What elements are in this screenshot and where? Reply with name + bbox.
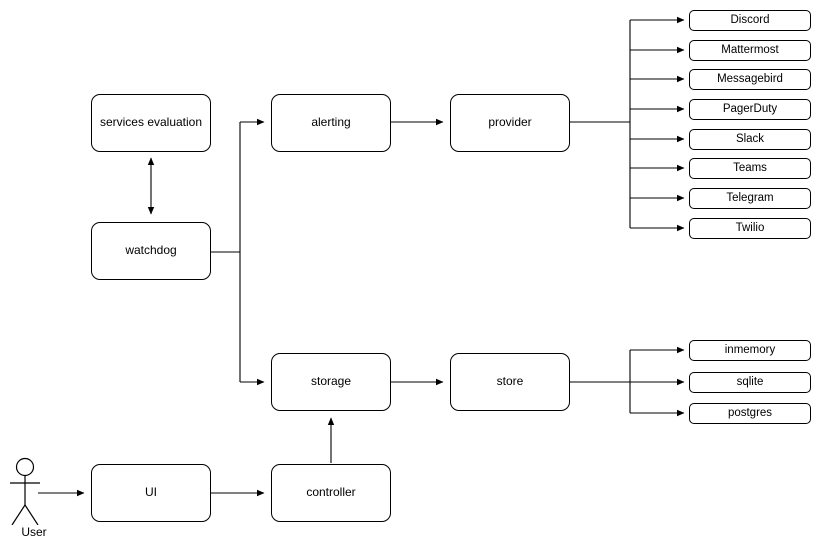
- node-provider-pagerduty-label: PagerDuty: [722, 103, 778, 116]
- node-store-label: store: [496, 374, 524, 389]
- node-watchdog-label: watchdog: [125, 243, 177, 258]
- node-provider-telegram-label: Telegram: [726, 192, 774, 205]
- node-services-evaluation-label: services evaluation: [99, 115, 203, 130]
- node-provider-telegram[interactable]: Telegram: [689, 188, 811, 209]
- node-ui[interactable]: UI: [91, 464, 211, 522]
- stick-figure-icon: [10, 457, 40, 526]
- node-services-evaluation[interactable]: services evaluation: [91, 94, 211, 152]
- node-provider-mattermost[interactable]: Mattermost: [689, 40, 811, 61]
- node-watchdog[interactable]: watchdog: [91, 222, 211, 280]
- node-store-sqlite-label: sqlite: [736, 376, 764, 389]
- user-actor: [4, 455, 64, 530]
- node-provider-messagebird[interactable]: Messagebird: [689, 69, 811, 90]
- edge-watchdog-branch-bus: [211, 118, 265, 386]
- node-storage-label: storage: [310, 374, 352, 389]
- node-controller-label: controller: [306, 485, 356, 500]
- node-provider-twilio-label: Twilio: [735, 222, 765, 235]
- node-provider-twilio[interactable]: Twilio: [689, 218, 811, 239]
- node-alerting-label: alerting: [311, 115, 351, 130]
- node-provider-messagebird-label: Messagebird: [717, 73, 783, 86]
- node-store-inmemory[interactable]: inmemory: [689, 340, 811, 361]
- node-store[interactable]: store: [450, 353, 570, 411]
- node-provider-pagerduty[interactable]: PagerDuty: [689, 99, 811, 120]
- node-store-postgres-label: postgres: [727, 407, 773, 420]
- node-provider-discord[interactable]: Discord: [689, 10, 811, 31]
- node-ui-label: UI: [145, 485, 157, 500]
- node-provider[interactable]: provider: [450, 94, 570, 152]
- node-provider-slack-label: Slack: [735, 133, 765, 146]
- node-provider-teams-label: Teams: [733, 162, 767, 175]
- node-store-sqlite[interactable]: sqlite: [689, 372, 811, 393]
- node-provider-label: provider: [488, 115, 532, 130]
- node-alerting[interactable]: alerting: [271, 94, 391, 152]
- edge-provider-bus: [570, 16, 685, 232]
- node-storage[interactable]: storage: [271, 353, 391, 411]
- user-actor-label: User: [21, 525, 47, 539]
- node-provider-teams[interactable]: Teams: [689, 158, 811, 179]
- edge-store-bus: [570, 346, 685, 417]
- node-controller[interactable]: controller: [271, 464, 391, 522]
- node-provider-discord-label: Discord: [730, 14, 770, 27]
- node-provider-mattermost-label: Mattermost: [721, 44, 779, 57]
- node-store-postgres[interactable]: postgres: [689, 403, 811, 424]
- node-store-inmemory-label: inmemory: [724, 344, 776, 357]
- node-provider-slack[interactable]: Slack: [689, 129, 811, 150]
